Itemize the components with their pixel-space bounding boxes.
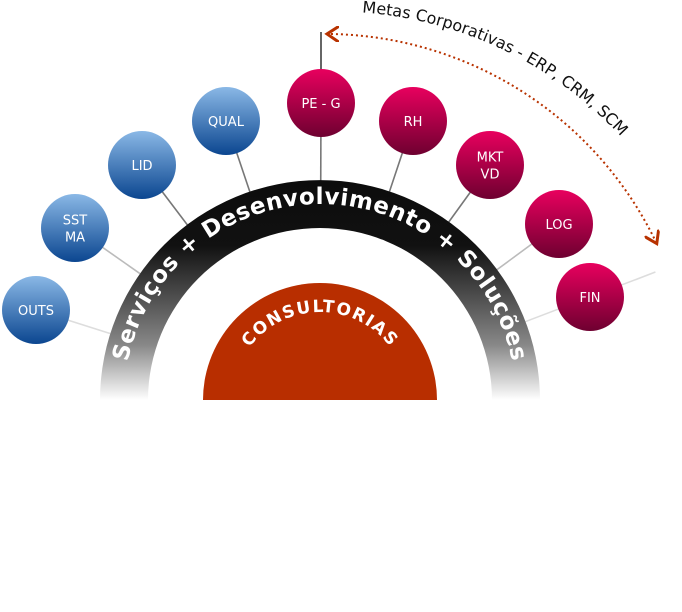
node-label: MKT xyxy=(477,151,504,166)
node-label: OUTS xyxy=(18,304,54,319)
node-circle xyxy=(2,276,70,344)
node-label: PE - G xyxy=(301,97,340,112)
node-circle xyxy=(192,87,260,155)
node-lid: LID xyxy=(108,131,176,199)
node-pe-g: PE - G xyxy=(287,69,355,137)
node-circle xyxy=(41,194,109,262)
node-circle xyxy=(456,131,524,199)
node-circle xyxy=(525,190,593,258)
node-circle xyxy=(108,131,176,199)
node-circle xyxy=(379,87,447,155)
node-label: LOG xyxy=(545,218,572,233)
node-circle xyxy=(556,263,624,331)
node-circle xyxy=(287,69,355,137)
metas-dotted-arrow xyxy=(331,34,655,240)
node-label: SST xyxy=(63,214,88,229)
node-label: LID xyxy=(131,159,152,174)
node-label: FIN xyxy=(579,291,600,306)
core-semicircle xyxy=(203,283,437,400)
node-label: RH xyxy=(404,115,423,130)
node-label: MA xyxy=(65,231,85,246)
node-label: VD xyxy=(481,168,500,183)
node-fin: FIN xyxy=(556,263,624,331)
node-label: QUAL xyxy=(208,115,245,130)
node-log: LOG xyxy=(525,190,593,258)
node-sst-ma: SST MA xyxy=(41,194,109,262)
node-rh: RH xyxy=(379,87,447,155)
node-outs: OUTS xyxy=(2,276,70,344)
node-mkt-vd: MKT VD xyxy=(456,131,524,199)
node-qual: QUAL xyxy=(192,87,260,155)
